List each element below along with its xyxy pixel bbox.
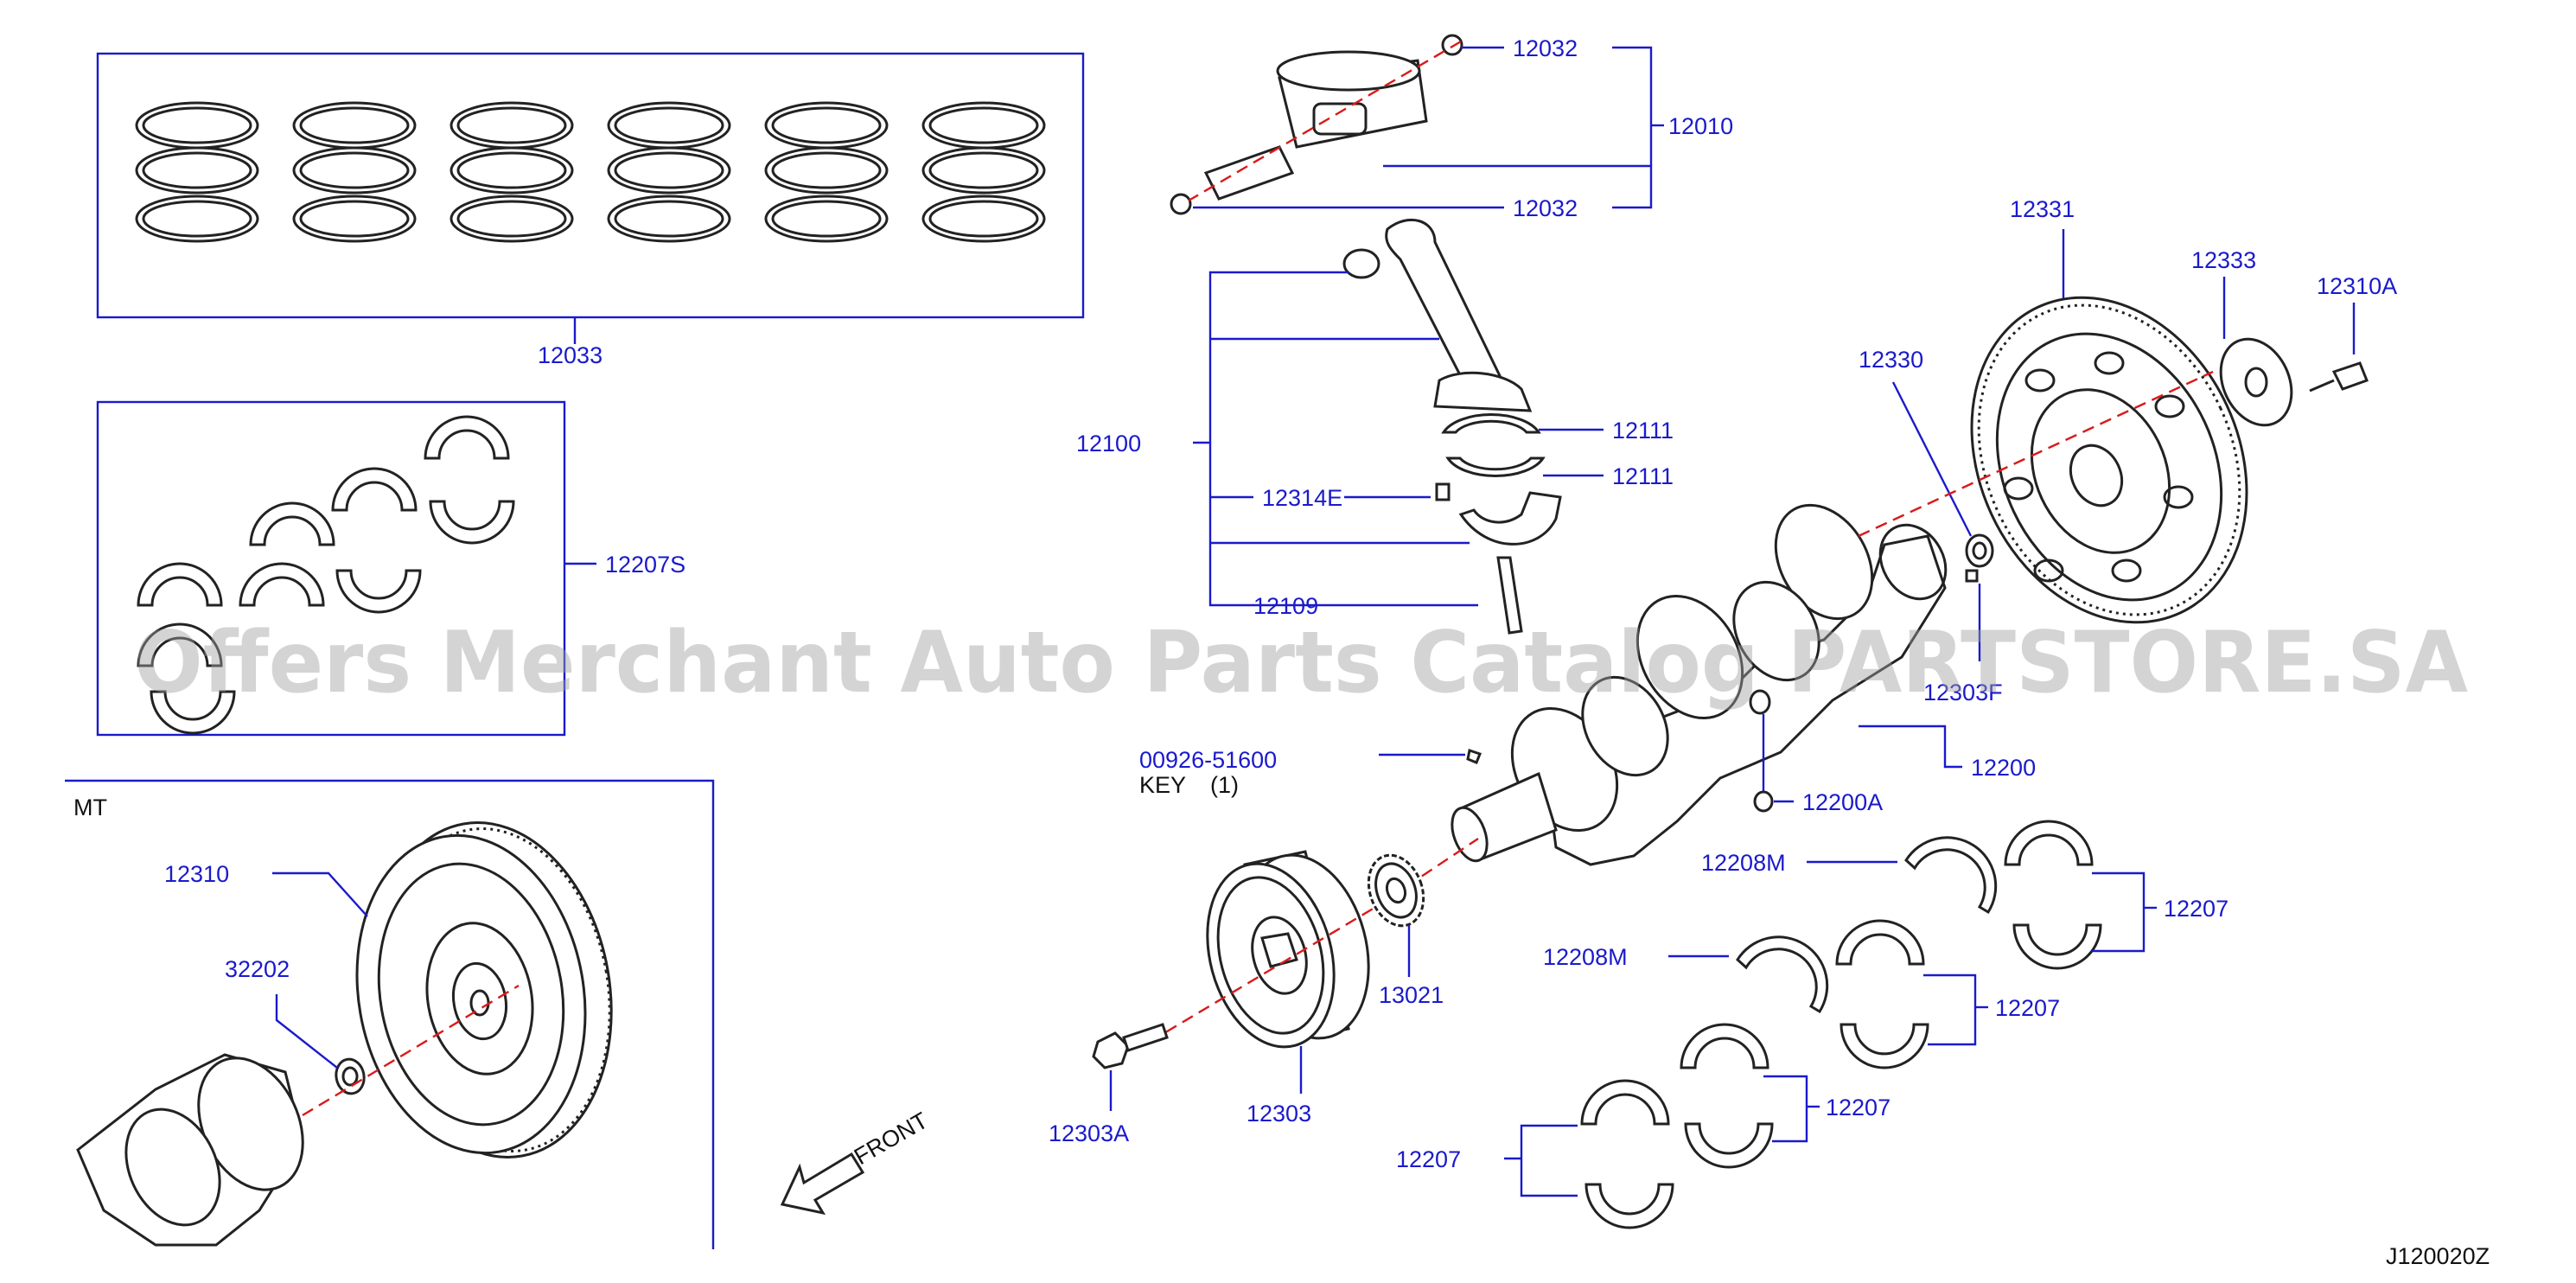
main-bearing-pair-c	[1680, 1023, 1774, 1169]
dowel-pin	[1965, 569, 1979, 583]
label-12207-b[interactable]: 12207	[1995, 995, 2060, 1021]
front-arrow-icon	[780, 1152, 865, 1216]
label-12331[interactable]: 12331	[2010, 196, 2075, 222]
ring-stack	[921, 101, 1046, 243]
piston-assembly	[1170, 34, 1463, 215]
main-bearing-pair-b	[1835, 919, 1929, 1069]
label-12330[interactable]: 12330	[1859, 347, 1923, 373]
label-12109[interactable]: 12109	[1253, 593, 1318, 619]
label-12207S[interactable]: 12207S	[605, 552, 685, 578]
reinforcement-plate	[2219, 337, 2293, 427]
piston-ring-set-frame	[96, 52, 1085, 319]
rod-bearing-lower	[1445, 456, 1546, 477]
ring-stack	[135, 101, 259, 243]
diagram-code: J120020Z	[2386, 1243, 2490, 1269]
label-32202[interactable]: 32202	[225, 956, 290, 982]
drive-plate	[1970, 296, 2248, 624]
label-12303A[interactable]: 12303A	[1049, 1120, 1129, 1146]
snap-ring-top	[1441, 34, 1463, 56]
label-12207-a[interactable]: 12207	[2164, 896, 2228, 922]
label-12310[interactable]: 12310	[164, 861, 229, 887]
pulley-bolt	[1092, 1023, 1169, 1069]
main-bearing-pair-a	[2004, 820, 2102, 970]
label-12303[interactable]: 12303	[1247, 1101, 1311, 1127]
snap-ring-bottom	[1170, 193, 1192, 215]
label-key-qty: (1)	[1210, 772, 1239, 798]
label-00926-51600[interactable]: 00926-51600	[1139, 747, 1277, 773]
rod-bearing-upper	[1441, 413, 1541, 434]
label-12208M-upper[interactable]: 12208M	[1701, 850, 1786, 876]
small-end-bushing	[1342, 248, 1380, 279]
rod-bolt	[1496, 556, 1523, 635]
rod-nut	[1435, 482, 1451, 501]
label-12314E[interactable]: 12314E	[1262, 485, 1342, 511]
ring-stack	[450, 101, 574, 243]
pilot-bushing	[1965, 533, 1994, 568]
label-12032-bottom[interactable]: 12032	[1513, 195, 1578, 221]
label-12033[interactable]: 12033	[538, 342, 603, 368]
crank-pulley	[1206, 850, 1370, 1049]
thrust-washer-lower	[1736, 935, 1829, 1014]
label-12111-lower[interactable]: 12111	[1612, 463, 1674, 489]
rod-bearing-halves	[137, 415, 515, 735]
main-bearing-pair-d	[1580, 1079, 1674, 1229]
label-13021[interactable]: 13021	[1379, 982, 1444, 1008]
mt-flywheel	[355, 821, 613, 1159]
label-12100[interactable]: 12100	[1076, 431, 1141, 456]
label-12207-d[interactable]: 12207	[1396, 1146, 1461, 1172]
rod-cap	[1458, 491, 1562, 546]
piston-ring-sets	[135, 101, 1046, 243]
flywheel-bolt	[2331, 361, 2369, 391]
ring-stack	[607, 101, 731, 243]
front-label: FRONT	[850, 1107, 933, 1170]
mt-pilot-bearing	[335, 1057, 366, 1095]
crankshaft	[1451, 503, 1948, 866]
watermark: Offers Merchant Auto Parts Catalog PARTS…	[134, 614, 2468, 712]
crank-sprocket	[1367, 853, 1425, 928]
label-12208M-lower[interactable]: 12208M	[1543, 944, 1628, 970]
label-key: KEY	[1139, 772, 1186, 798]
mt-crank-end	[76, 1053, 304, 1247]
label-12010[interactable]: 12010	[1668, 113, 1733, 139]
ring-stack	[764, 101, 889, 243]
ring-stack	[292, 101, 417, 243]
label-12111-upper[interactable]: 12111	[1612, 418, 1674, 444]
oil-plug	[1749, 689, 1771, 715]
label-12032-top[interactable]: 12032	[1513, 35, 1578, 61]
plug-12200A	[1753, 790, 1774, 813]
piston-pin	[1203, 145, 1295, 201]
label-12200A[interactable]: 12200A	[1802, 789, 1883, 815]
label-12333[interactable]: 12333	[2191, 247, 2256, 273]
label-12200[interactable]: 12200	[1971, 755, 2036, 781]
mt-section-label: MT	[73, 795, 107, 820]
rod-bearing-set-frame	[96, 400, 566, 737]
connecting-rod	[1342, 218, 1562, 635]
label-12310A[interactable]: 12310A	[2317, 273, 2397, 299]
piston-crown	[1276, 50, 1421, 92]
label-12207-c[interactable]: 12207	[1826, 1095, 1891, 1120]
woodruff-key	[1466, 749, 1482, 764]
mt-section-frame	[65, 779, 715, 1249]
label-12303F[interactable]: 12303F	[1923, 680, 2003, 705]
thrust-washer-upper	[1904, 836, 1998, 915]
